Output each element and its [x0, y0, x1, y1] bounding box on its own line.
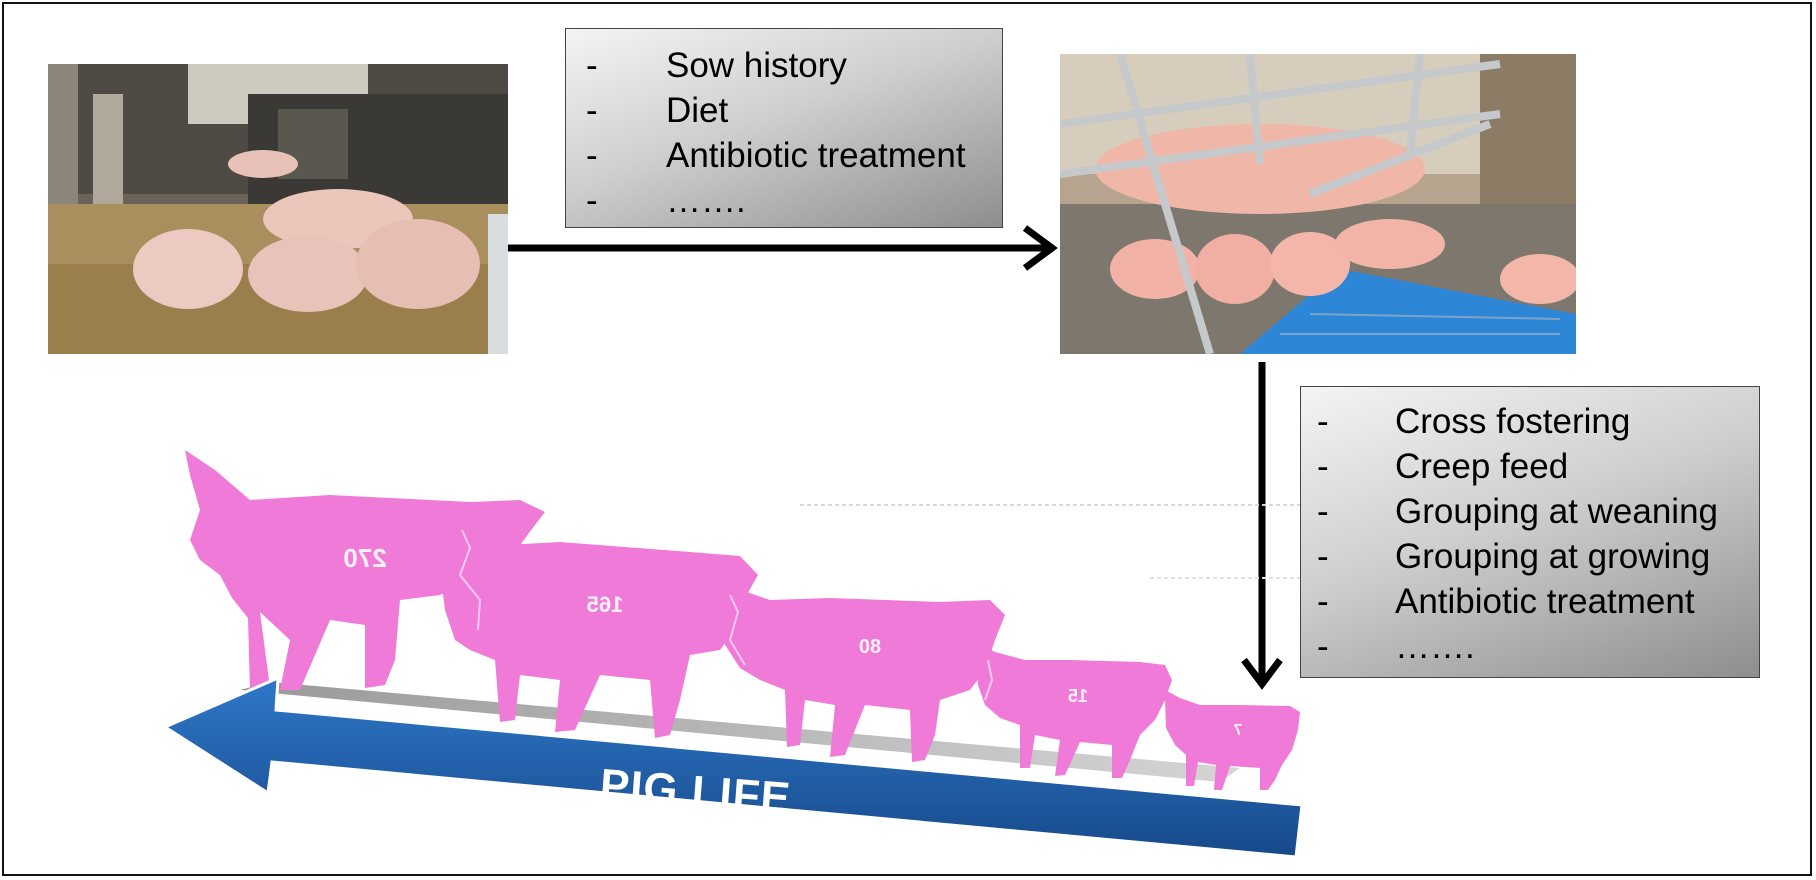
- pig-weight-label: 80: [859, 636, 881, 658]
- pig-weight-label: 165: [587, 592, 624, 617]
- pig-weight-label: 7: [1233, 722, 1242, 739]
- pig-weight-label: 270: [343, 543, 386, 573]
- arrow-sow-to-farrowing: [508, 228, 1052, 268]
- arrow-farrowing-to-growth: [1244, 362, 1280, 684]
- pig-weight-label: 15: [1068, 686, 1088, 706]
